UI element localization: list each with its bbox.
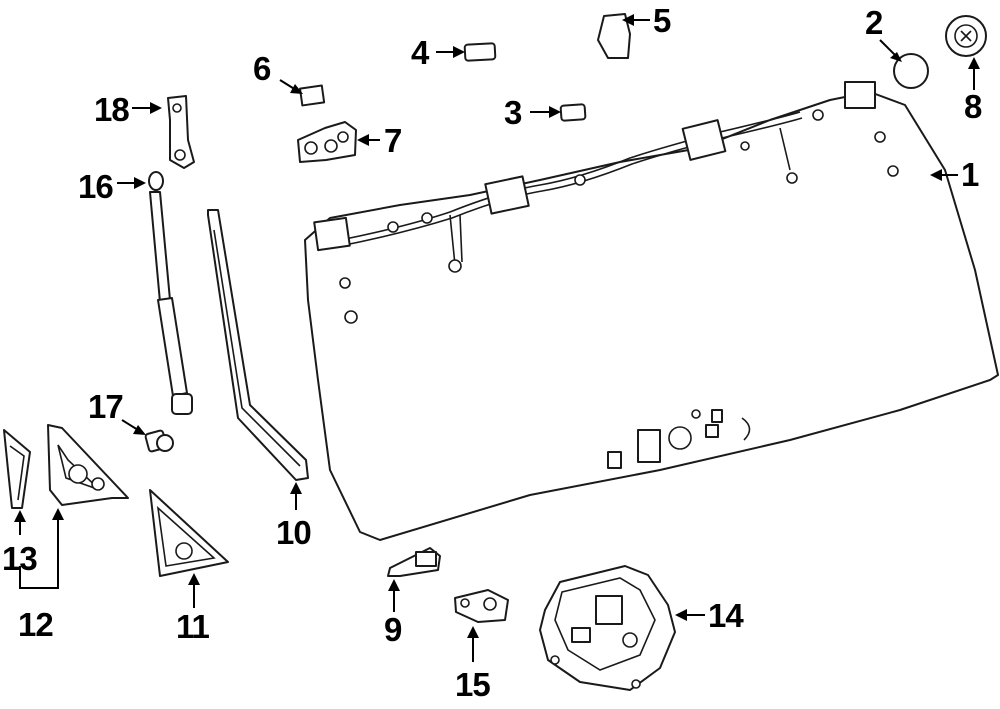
callout-3: 3 xyxy=(504,94,522,131)
part-14-latch xyxy=(539,565,676,691)
part-5-bracket xyxy=(597,13,631,59)
callout-13: 13 xyxy=(2,540,37,577)
part-7-hinge xyxy=(297,121,357,163)
callout-7: 7 xyxy=(384,122,401,159)
part-18-hinge-bracket xyxy=(167,95,195,169)
callout-4: 4 xyxy=(411,34,430,71)
part-9-bracket xyxy=(387,547,441,577)
callout-10: 10 xyxy=(276,514,311,551)
part-1-glass xyxy=(304,81,999,541)
part-10-weatherstrip xyxy=(207,209,309,481)
part-4-clip xyxy=(463,42,497,62)
callout-16: 16 xyxy=(78,168,113,205)
part-3-clip xyxy=(559,103,587,122)
callout-18: 18 xyxy=(94,91,129,128)
callout-9: 9 xyxy=(384,611,402,648)
part-13-trim xyxy=(3,429,31,509)
part-11-trim xyxy=(149,489,229,577)
part-2-plug xyxy=(893,53,929,89)
callout-5: 5 xyxy=(653,2,671,39)
callout-17: 17 xyxy=(88,388,123,425)
part-8-grommet xyxy=(945,15,987,57)
callout-15: 15 xyxy=(455,666,490,703)
callout-12: 12 xyxy=(18,606,53,643)
part-6-spacer xyxy=(298,84,326,107)
part-17-stud xyxy=(144,429,174,453)
callout-2: 2 xyxy=(865,4,883,41)
callout-labels: 1 2 3 4 5 6 7 8 9 10 11 12 13 14 15 16 1… xyxy=(2,2,983,703)
callout-8: 8 xyxy=(964,88,982,125)
callout-1: 1 xyxy=(961,156,979,193)
callout-6: 6 xyxy=(253,50,271,87)
part-16-strut xyxy=(148,171,193,415)
part-12-bracket-assy xyxy=(47,424,129,506)
callout-14: 14 xyxy=(708,597,744,634)
callout-11: 11 xyxy=(176,608,210,645)
leader-lines xyxy=(14,14,980,662)
part-15-striker xyxy=(454,589,509,623)
